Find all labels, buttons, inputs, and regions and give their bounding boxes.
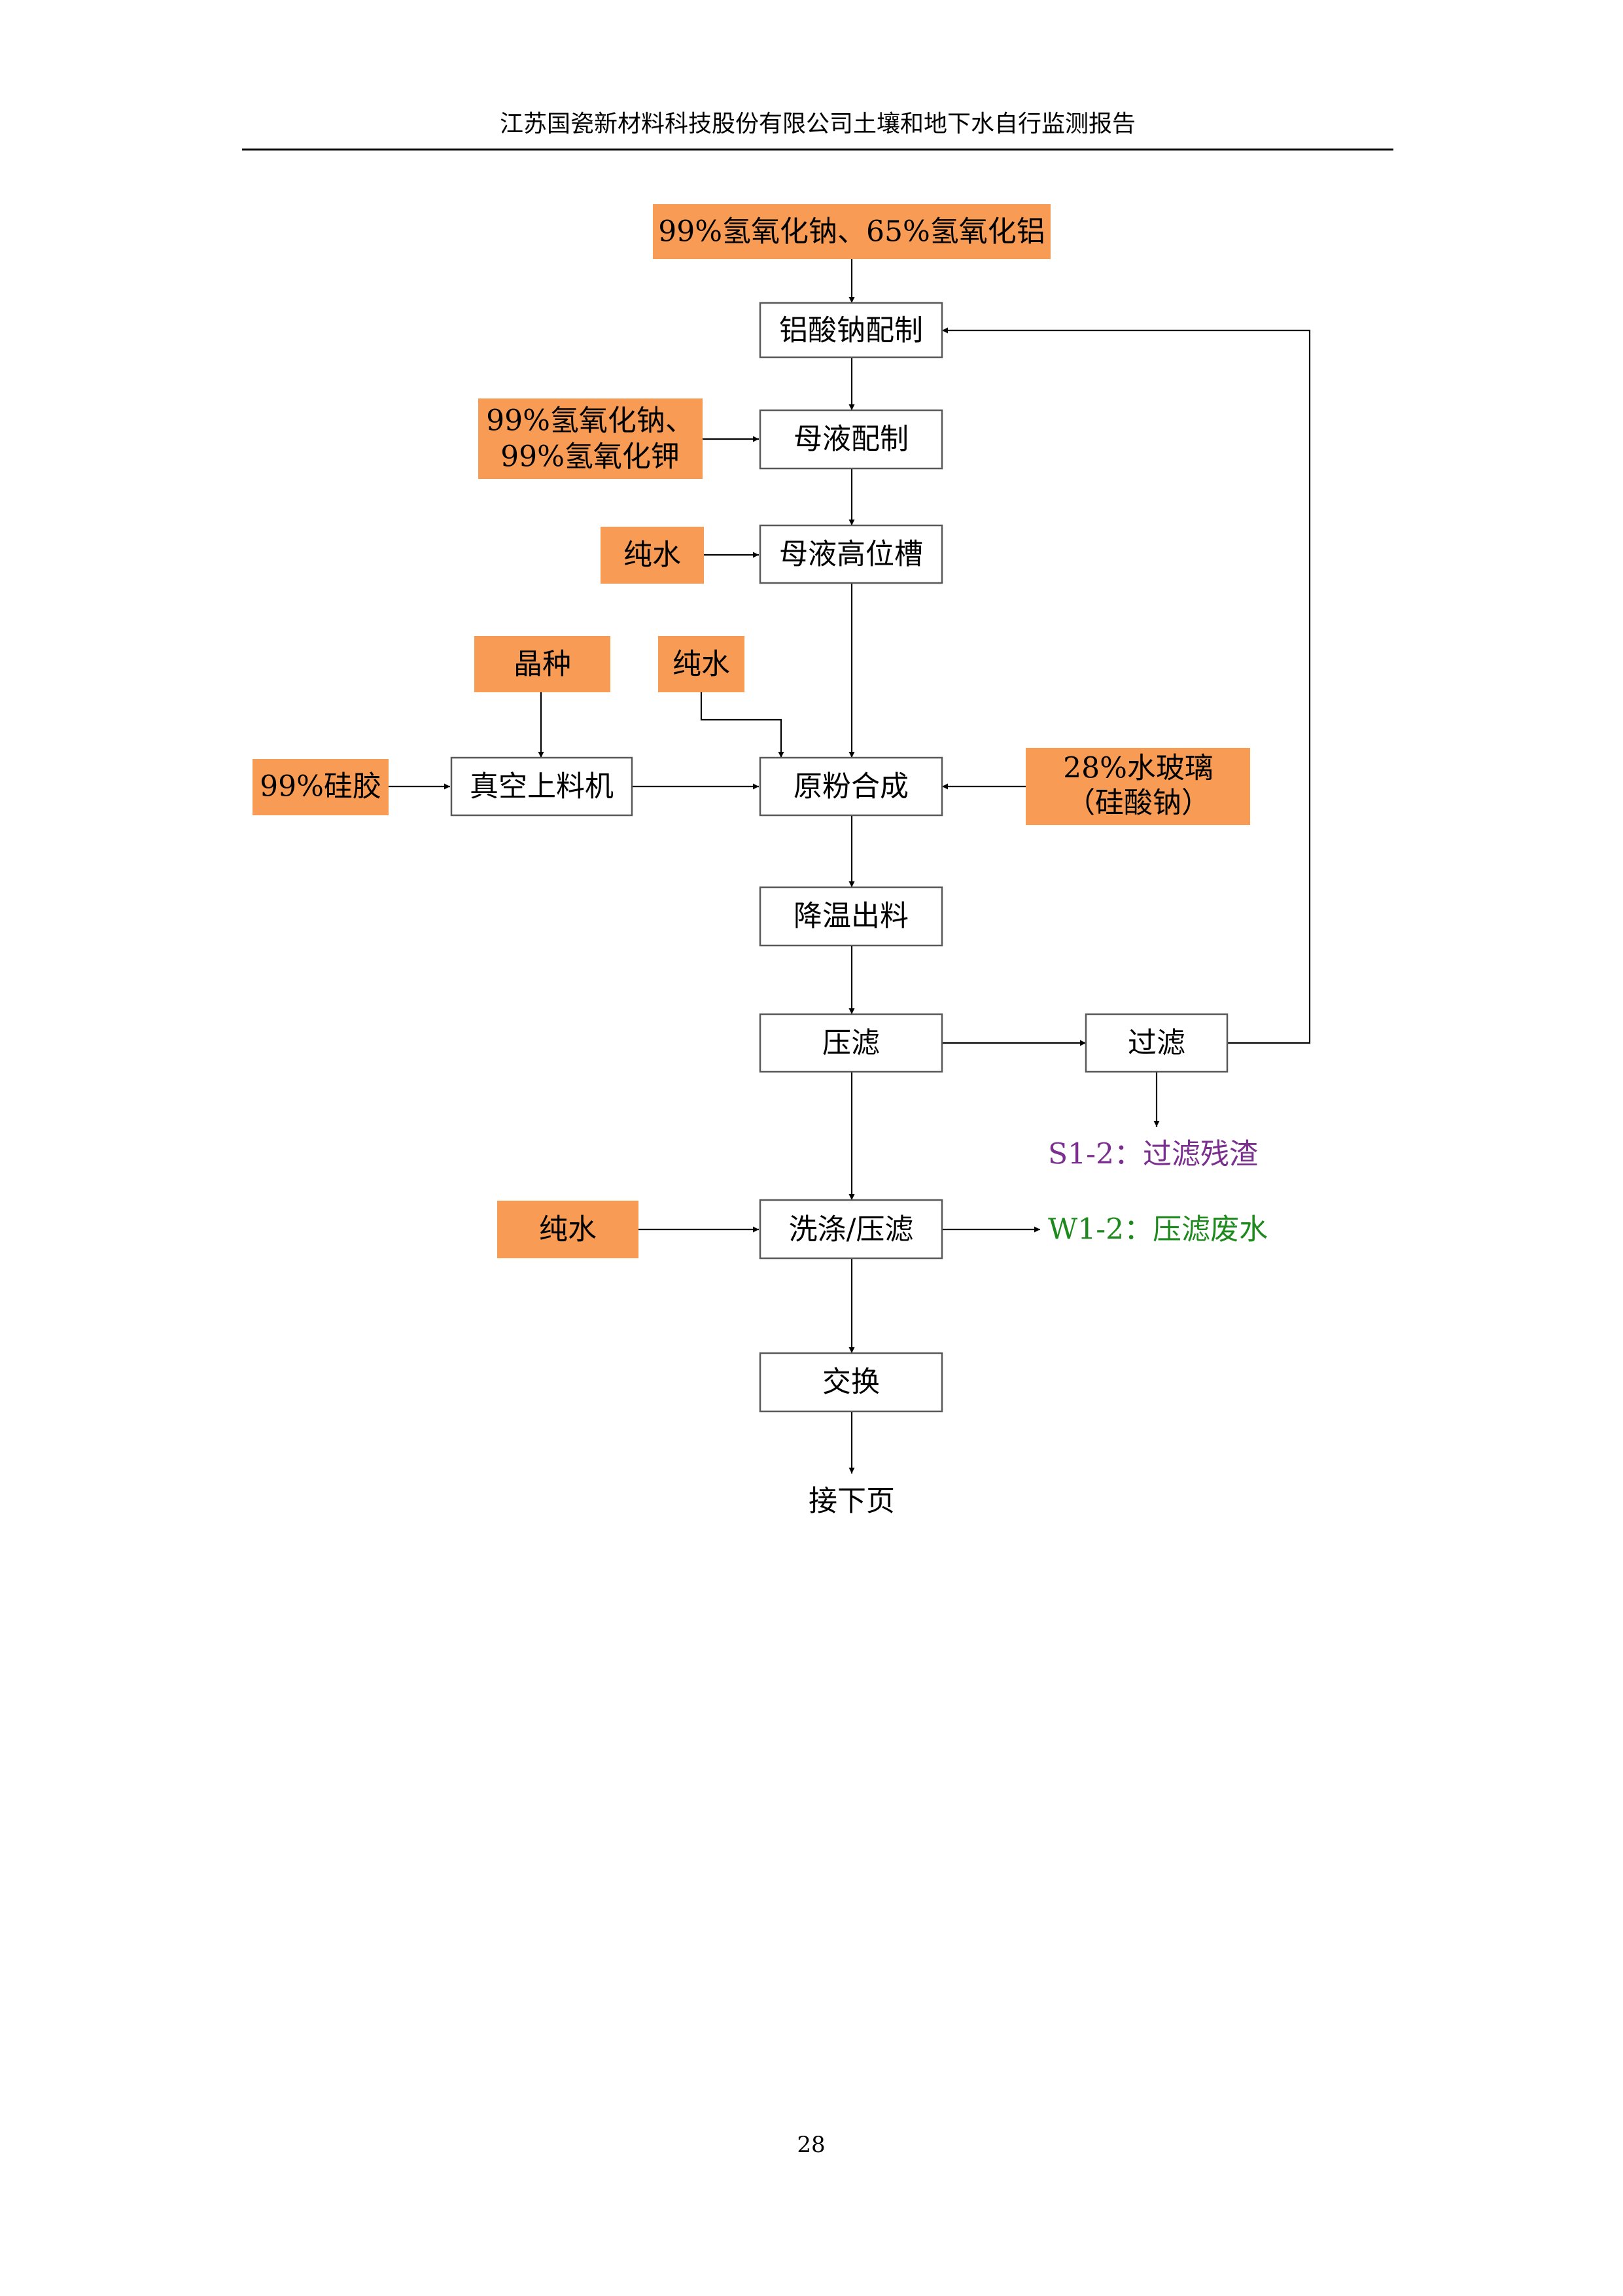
step-mother-liquor-label: 母液配制 [794,423,909,456]
input-water-glass-label-1: 28%水玻璃 [1063,752,1213,785]
step-exchange: 交换 [759,1352,943,1413]
input-mother-raw-label-2: 99%氢氧化钾 [500,440,680,474]
continue-next-page-label: 接下页 [809,1485,895,1518]
input-seed: 晶种 [474,636,610,692]
page-header-title: 江苏国瓷新材料科技股份有限公司土壤和地下水自行监测报告 [499,111,1136,137]
emission-s1-2-residue: S1-2：过滤残渣 [1048,1138,1258,1171]
input-pure-water-3: 纯水 [497,1201,638,1258]
step-mother-tank: 母液高位槽 [759,524,943,584]
process-steps: 铝酸钠配制 母液配制 母液高位槽 真空上料机 原粉合成 降温出料 压滤 过滤 [450,302,1229,1413]
step-cooling-discharge-label: 降温出料 [794,900,909,933]
emission-w1-2-wastewater: W1-2：压滤废水 [1048,1213,1268,1246]
input-pure-water-1: 纯水 [601,527,704,584]
step-wash-filter: 洗涤/压滤 [759,1199,943,1260]
input-pure-water-1-label: 纯水 [623,539,681,572]
input-water-glass: 28%水玻璃 （硅酸钠） [1026,748,1250,825]
step-sodium-aluminate: 铝酸钠配制 [759,302,943,359]
input-water-glass-label-2: （硅酸钠） [1066,786,1210,820]
input-pure-water-2-label: 纯水 [672,648,730,681]
step-press-filter: 压滤 [759,1013,943,1073]
step-vacuum-loader-label: 真空上料机 [470,770,614,804]
step-wash-filter-label: 洗涤/压滤 [789,1213,914,1246]
input-silica-gel-label: 99%硅胶 [260,770,381,804]
input-top-raw: 99%氢氧化钠、65%氢氧化铝 [653,204,1051,259]
step-mother-tank-label: 母液高位槽 [779,538,923,571]
input-mother-raw-label-1: 99%氢氧化钠、 [486,404,694,438]
input-top-raw-label: 99%氢氧化钠、65%氢氧化铝 [658,215,1045,249]
connectors [389,259,1311,1474]
input-pure-water-2: 纯水 [658,636,744,692]
header-rule [242,149,1393,150]
input-boxes: 99%氢氧化钠、65%氢氧化铝 99%氢氧化钠、 99%氢氧化钾 纯水 晶种 纯… [253,204,1250,1258]
step-vacuum-loader: 真空上料机 [450,756,633,817]
arrow-water2-to-synthesis [700,692,784,758]
step-press-filter-label: 压滤 [822,1027,880,1060]
step-mother-liquor: 母液配制 [759,409,943,470]
page-number: 28 [797,2132,826,2158]
step-powder-synthesis: 原粉合成 [759,756,943,817]
step-powder-synthesis-label: 原粉合成 [794,770,909,804]
input-silica-gel: 99%硅胶 [253,759,389,815]
input-pure-water-3-label: 纯水 [539,1213,597,1246]
input-seed-label: 晶种 [514,648,571,681]
step-sodium-aluminate-label: 铝酸钠配制 [779,314,923,347]
step-filter: 过滤 [1085,1013,1229,1073]
input-mother-raw: 99%氢氧化钠、 99%氢氧化钾 [478,398,703,479]
step-exchange-label: 交换 [822,1366,880,1399]
step-cooling-discharge: 降温出料 [759,886,943,947]
step-filter-label: 过滤 [1128,1027,1185,1060]
arrow-filter-recycle-to-aluminate [942,327,1311,1044]
